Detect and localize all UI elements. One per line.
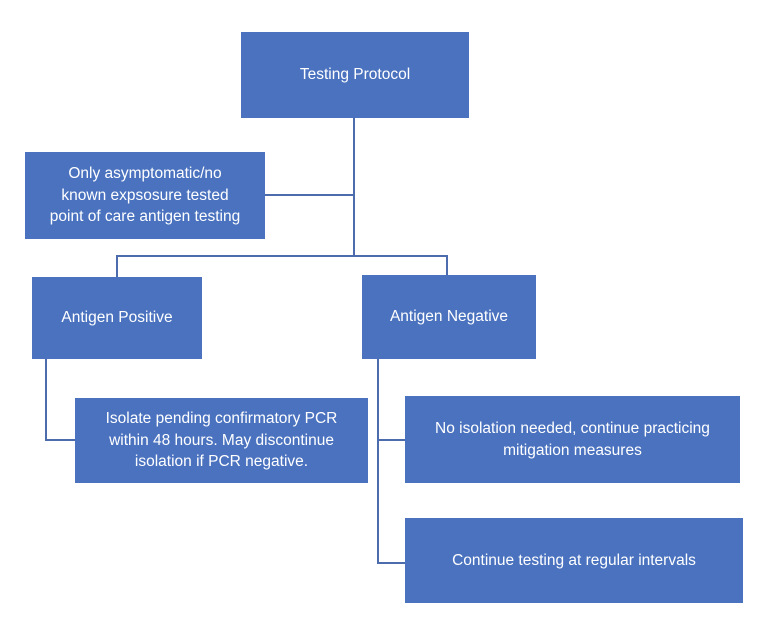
node-note-line: known expsosure tested bbox=[61, 186, 229, 204]
node-note: Only asymptomatic/no known expsosure tes… bbox=[25, 152, 265, 239]
node-note-line: Only asymptomatic/no bbox=[68, 165, 222, 183]
node-isolate: Isolate pending confirmatory PCR within … bbox=[75, 398, 368, 483]
connector-negative-elbow-horizontal-2 bbox=[377, 562, 406, 564]
node-no-isolation: No isolation needed, continue practicing… bbox=[405, 396, 740, 483]
node-isolate-line: isolation if PCR negative. bbox=[134, 453, 309, 471]
node-continue-testing: Continue testing at regular intervals bbox=[405, 518, 743, 603]
node-no-isolation-line: mitigation measures bbox=[503, 441, 642, 459]
connector-positive-elbow-horizontal bbox=[45, 439, 76, 441]
connector-negative-elbow-vertical bbox=[377, 358, 379, 564]
node-antigen-positive: Antigen Positive bbox=[32, 277, 202, 359]
connector-root-vertical bbox=[353, 117, 355, 256]
node-isolate-line: within 48 hours. May discontinue bbox=[109, 431, 334, 449]
node-antigen-negative: Antigen Negative bbox=[362, 275, 536, 359]
connector-negative-elbow-horizontal-1 bbox=[377, 439, 406, 441]
connector-positive-drop bbox=[116, 255, 118, 278]
node-isolate-line: Isolate pending confirmatory PCR bbox=[105, 410, 338, 428]
connector-note-horizontal bbox=[265, 194, 354, 196]
connector-branch-horizontal bbox=[116, 255, 448, 257]
node-note-line: point of care antigen testing bbox=[49, 208, 241, 226]
connector-positive-elbow-vertical bbox=[45, 358, 47, 441]
connector-negative-drop bbox=[446, 255, 448, 276]
node-no-isolation-line: No isolation needed, continue practicing bbox=[435, 420, 710, 438]
node-testing-protocol: Testing Protocol bbox=[241, 32, 469, 118]
